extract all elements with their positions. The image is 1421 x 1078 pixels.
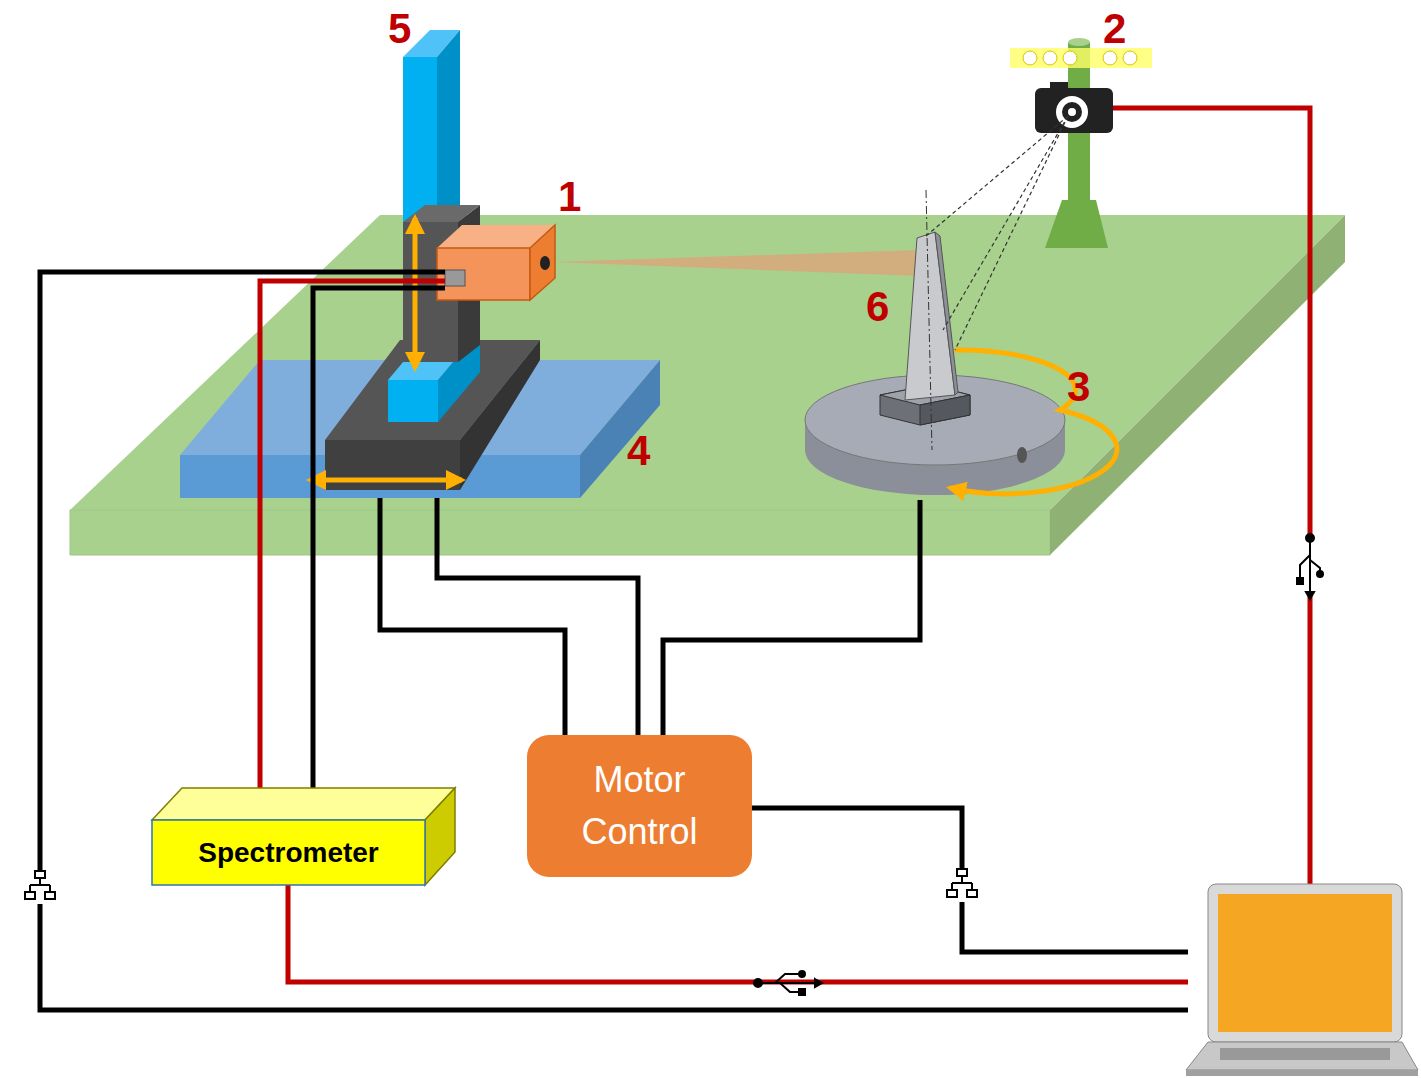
callout-number: 4	[627, 430, 650, 472]
callout-number: 2	[1103, 8, 1126, 50]
network-icon	[947, 868, 977, 902]
callout-number: 3	[1067, 366, 1090, 408]
callout-number: 5	[388, 8, 411, 50]
laptop	[1186, 884, 1418, 1076]
turbine-blade	[905, 190, 958, 450]
callout-number: 6	[866, 286, 889, 328]
motor-control-box: Motor Control	[527, 735, 752, 877]
rotation-arrow	[950, 350, 1117, 494]
network-icon	[25, 870, 55, 904]
spectrometer-box: Spectrometer	[152, 820, 425, 885]
usb-icon	[754, 971, 822, 995]
usb-icon	[1297, 534, 1323, 599]
node-text: Motor Control	[539, 754, 740, 858]
callout-number: 1	[558, 176, 581, 218]
vertical-motion-arrow	[413, 218, 418, 368]
spectrometer-housing	[152, 788, 455, 885]
node-text: Spectrometer	[198, 837, 379, 869]
horizontal-motion-arrow	[310, 478, 462, 483]
camera-view-lines	[926, 116, 1068, 350]
sensor-head	[437, 225, 555, 300]
camera-stand	[1010, 38, 1152, 248]
camera	[1035, 82, 1113, 133]
light-beam	[553, 250, 920, 276]
wires	[40, 108, 1310, 1010]
